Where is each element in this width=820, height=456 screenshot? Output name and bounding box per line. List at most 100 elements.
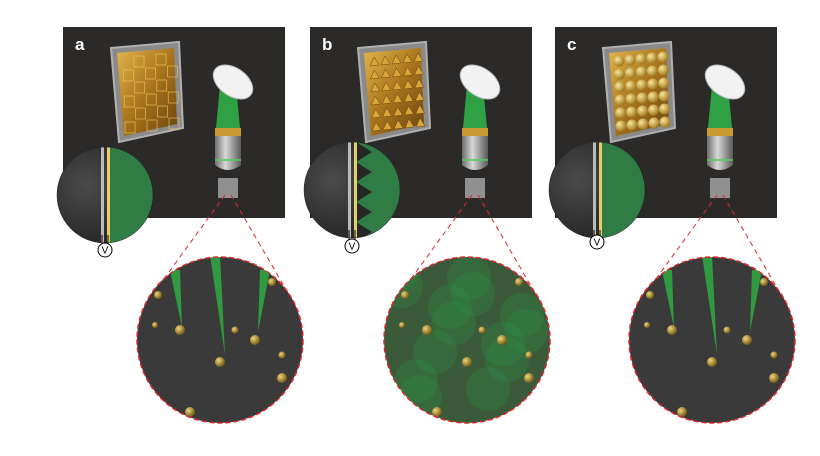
mirror <box>212 64 254 100</box>
zoom-lines <box>144 194 296 306</box>
gold-particle <box>401 291 409 299</box>
voltage-source-icon <box>97 242 113 258</box>
fluorescence-blob <box>413 330 457 374</box>
pyramid-profile <box>356 222 372 238</box>
gold-particle <box>644 322 650 328</box>
gold-tile <box>145 67 156 80</box>
light-beam <box>258 270 270 332</box>
gold-particle <box>707 357 717 367</box>
gold-pyramid <box>415 117 426 128</box>
gold-particle <box>215 357 225 367</box>
zoom-lines <box>391 194 543 306</box>
gold-dome <box>637 118 649 130</box>
gold-tile <box>124 121 136 134</box>
gold-dome <box>624 67 636 79</box>
gold-particle <box>742 335 752 345</box>
voltage-label: V <box>594 238 601 249</box>
gold-pyramid <box>414 91 425 102</box>
gold-dome <box>626 106 638 118</box>
gold-particle <box>250 335 260 345</box>
gold-pyramid <box>380 55 391 66</box>
fluorescence-blob <box>500 293 544 337</box>
gold-particle <box>399 322 405 328</box>
mirror <box>704 64 746 100</box>
gold-dome <box>648 104 660 116</box>
gold-particle <box>667 325 677 335</box>
gold-particle <box>478 326 486 334</box>
gold-tile <box>146 119 158 132</box>
gold-dome <box>646 65 658 77</box>
fluorescence-blob <box>394 359 438 403</box>
pyramid-profile <box>356 162 372 182</box>
gold-pyramid <box>371 108 382 119</box>
gold-dome <box>648 117 660 129</box>
gold-pyramid <box>369 69 380 80</box>
sample-cuvette <box>465 178 485 198</box>
fluorescence-blob <box>451 272 495 316</box>
gold-particle <box>646 291 654 299</box>
gold-pyramid <box>391 67 402 78</box>
panel-c: cV <box>548 27 796 424</box>
electrode <box>101 147 104 243</box>
panel-label: b <box>322 35 332 54</box>
gold-particle <box>231 326 239 334</box>
objective-ring <box>462 128 488 136</box>
gold-pyramid <box>414 78 425 89</box>
voltage-label: V <box>102 246 109 257</box>
gold-particle <box>462 357 472 367</box>
sample-cuvette <box>218 178 238 198</box>
gold-dome <box>659 116 671 128</box>
panel-label: a <box>75 35 85 54</box>
gold-pyramid <box>403 79 414 90</box>
gold-particle <box>515 278 523 286</box>
gold-pyramid <box>393 119 404 130</box>
magnified-border <box>136 256 304 424</box>
gold-particle <box>524 373 534 383</box>
gold-dome <box>659 103 671 115</box>
gold-tile <box>145 93 157 106</box>
gold-dome <box>613 55 625 67</box>
objective-ring <box>707 128 733 136</box>
fluorescence-blob <box>485 338 529 382</box>
gold-tile <box>167 91 179 104</box>
fluorescence-blob <box>466 367 510 411</box>
panel-b: bV <box>303 27 551 424</box>
fluorescence-blob <box>432 301 476 345</box>
gold-particle <box>278 351 286 359</box>
gold-pyramid <box>413 52 424 63</box>
zoom-lines <box>636 194 788 306</box>
gold-tile <box>123 69 134 82</box>
gold-dome <box>636 92 648 104</box>
gold-layer <box>354 142 357 238</box>
gold-particle <box>185 407 195 417</box>
gold-dome <box>625 93 637 105</box>
light-beam <box>662 270 674 328</box>
gold-pyramid <box>404 105 415 116</box>
objective-lens <box>462 136 488 170</box>
gold-dome <box>626 119 638 131</box>
gold-pyramid <box>382 107 393 118</box>
gold-pyramid <box>392 93 403 104</box>
fluorescence-blob <box>428 285 472 329</box>
gold-dome <box>657 51 669 63</box>
gold-dome <box>614 94 626 106</box>
gold-particle <box>723 326 731 334</box>
magnified-view <box>629 257 795 423</box>
gold-dome <box>624 54 636 66</box>
light-beam <box>750 270 762 332</box>
gold-tile <box>135 107 146 120</box>
gold-dome <box>657 64 669 76</box>
gold-dome <box>647 91 659 103</box>
gold-particle <box>152 322 158 328</box>
gold-pyramid <box>381 94 392 105</box>
panel-a: aV <box>56 27 304 424</box>
gold-pyramid <box>402 53 413 64</box>
gold-particle <box>268 278 276 286</box>
gold-tile <box>123 95 135 108</box>
magnified-view <box>137 257 303 423</box>
gold-particle <box>770 351 778 359</box>
inset-cross-section <box>304 142 400 238</box>
gold-dome <box>613 68 625 80</box>
inset-cross-section <box>549 142 645 238</box>
